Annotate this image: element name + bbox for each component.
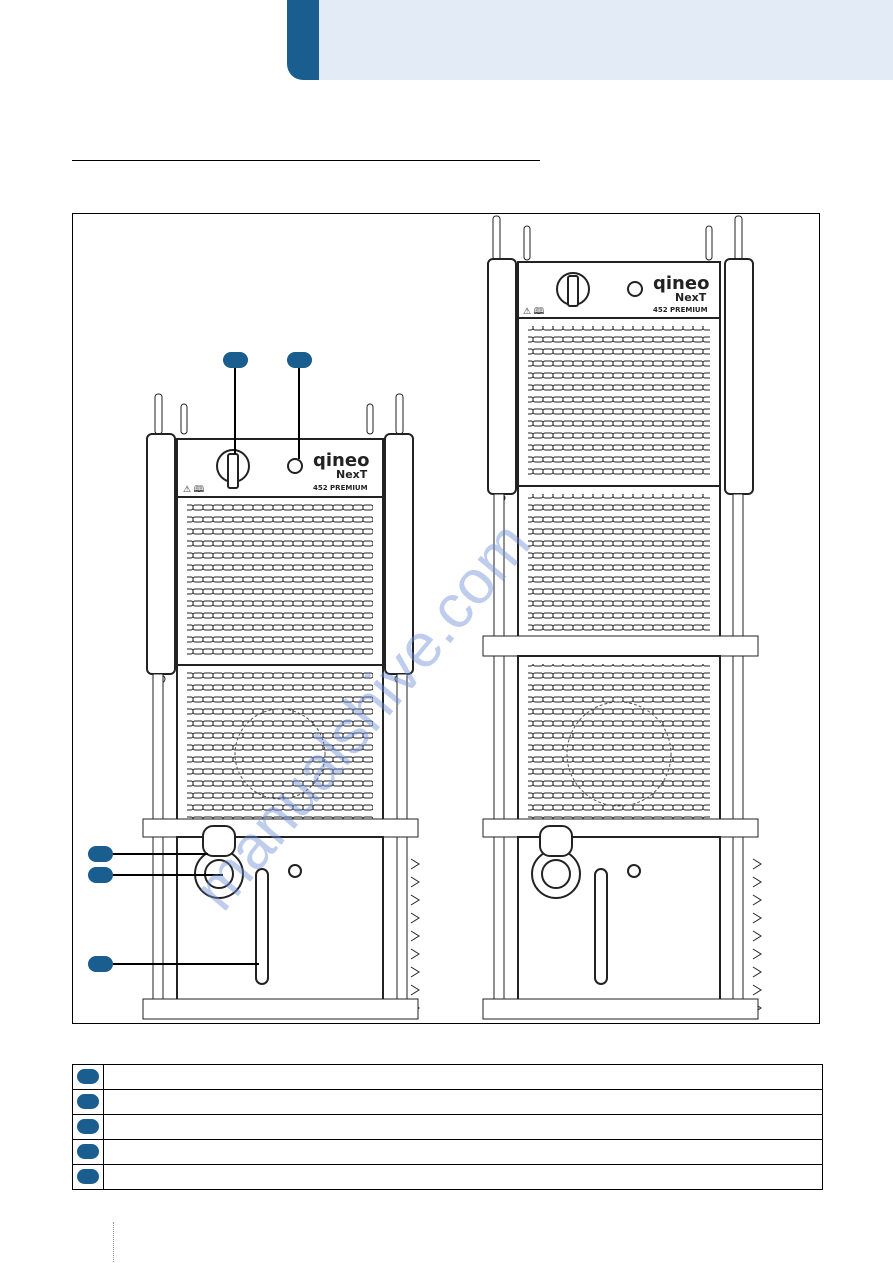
- legend-table: [72, 1064, 823, 1190]
- legend-badge: [77, 1144, 99, 1160]
- callout-badge: [287, 352, 312, 368]
- legend-row: [72, 1089, 823, 1115]
- legend-badge: [77, 1094, 99, 1110]
- legend-text: [103, 1164, 823, 1190]
- legend-row: [72, 1139, 823, 1165]
- legend-text: [103, 1139, 823, 1165]
- callout-badges: [88, 352, 312, 972]
- left-machine: qineo NexT 452 PREMIUM ⚠ 🕮: [142, 393, 420, 1020]
- page-edge-dots: [113, 1222, 114, 1262]
- figure-frame: qineo NexT 452 PREMIUM ⚠ 🕮: [72, 213, 820, 1024]
- legend-row: [72, 1164, 823, 1190]
- right-machine: qineo NexT 452 PREMIUM ⚠ 🕮: [482, 215, 762, 1020]
- warning-icon: ⚠ 🕮: [523, 306, 545, 316]
- callout-badge: [88, 867, 113, 883]
- legend-text: [103, 1064, 823, 1090]
- header-band: [319, 0, 893, 80]
- legend-text: [103, 1089, 823, 1115]
- legend-text: [103, 1114, 823, 1140]
- legend-badge: [77, 1119, 99, 1135]
- series-label: NexT: [336, 468, 368, 481]
- brand-logo: qineo: [653, 273, 709, 294]
- model-label: 452 PREMIUM: [653, 306, 708, 314]
- legend-badge: [77, 1069, 99, 1085]
- legend-row: [72, 1114, 823, 1140]
- section-rule: [72, 160, 540, 161]
- brand-logo: qineo: [313, 450, 369, 471]
- machine-illustration: qineo NexT 452 PREMIUM ⚠ 🕮: [88, 215, 762, 1020]
- series-label: NexT: [675, 291, 707, 304]
- model-label: 452 PREMIUM: [313, 484, 368, 492]
- callout-badge: [88, 846, 113, 862]
- warning-icon: ⚠ 🕮: [183, 484, 205, 494]
- header-tab: [287, 0, 319, 80]
- callout-badge: [223, 352, 248, 368]
- callout-badge: [88, 956, 113, 972]
- legend-row: [72, 1064, 823, 1090]
- legend-badge: [77, 1169, 99, 1185]
